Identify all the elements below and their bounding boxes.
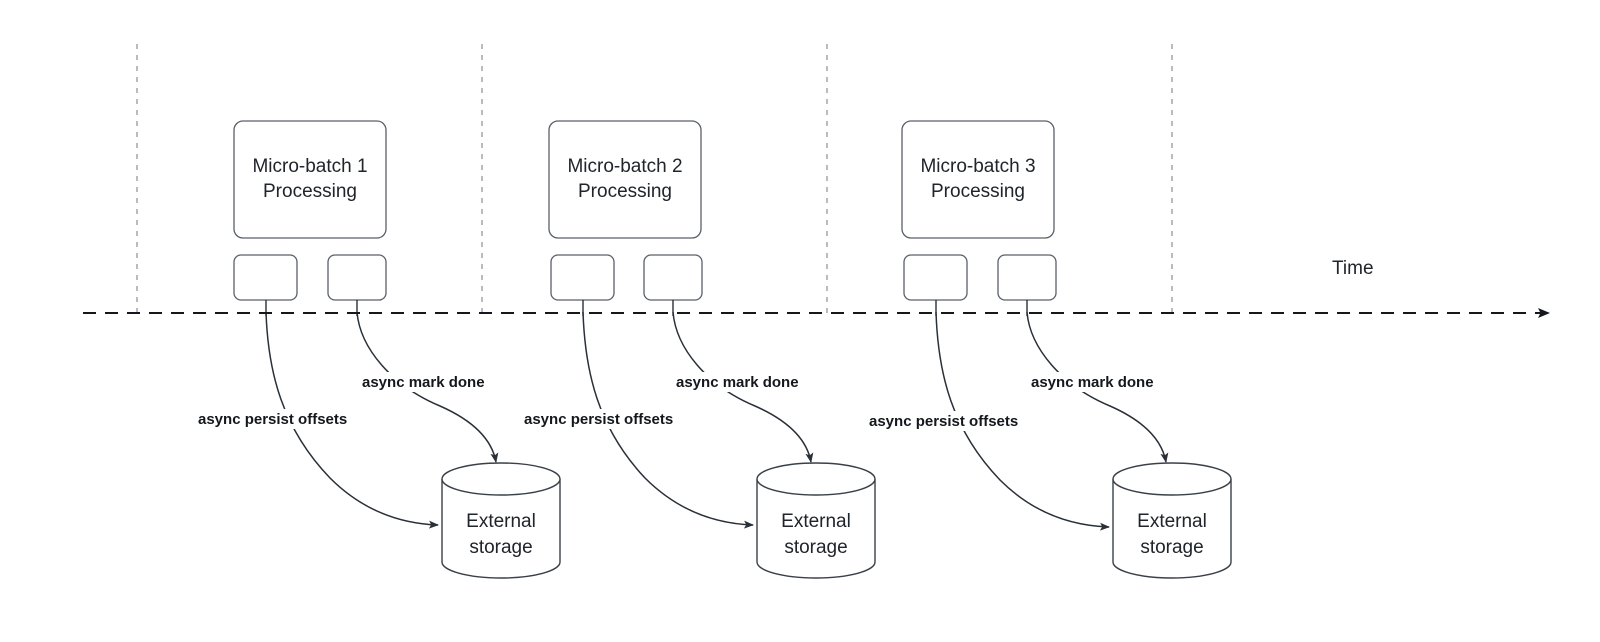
microbatch-3-task-box-right[interactable] [997,254,1057,301]
external-storage-3-label-line1: External [1137,511,1207,532]
microbatch-2-label-line2: Processing [578,181,672,202]
microbatch-3-markdone-label: async mark done [1031,374,1154,391]
external-storage-1-body[interactable] [441,479,561,579]
microbatch-1-persist-label-bg [194,409,374,429]
microbatch-3-markdone-label-bg [1027,372,1169,392]
time-axis: Time [83,258,1550,318]
external-storage-2-label-line1: External [781,511,851,532]
microbatch-1-box[interactable] [233,120,387,239]
tick-lines [136,44,1173,313]
group-1: Micro-batch 1 Processing async persist o… [194,120,561,579]
external-storage-3-top [1112,462,1232,496]
external-storage-1-label-line2: storage [469,537,532,558]
microbatch-2-task-box-right[interactable] [643,254,703,301]
external-storage-2-body[interactable] [756,479,876,579]
microbatch-1-markdone-arrow [356,311,499,463]
microbatch-2-markdone-label-bg [672,372,814,392]
microbatch-3-label-line1: Micro-batch 3 [920,156,1035,177]
microbatch-1-persist-label: async persist offsets [198,411,347,428]
microbatch-1-label-line1: Micro-batch 1 [252,156,367,177]
microbatch-2-markdone-arrow [672,311,814,463]
microbatch-3-persist-label: async persist offsets [869,413,1018,430]
group-3: Micro-batch 3 Processing async persist o… [865,120,1232,579]
microbatch-1-markdone-label-bg [358,372,500,392]
external-storage-3-body[interactable] [1112,479,1232,579]
microbatch-2-box[interactable] [548,120,702,239]
microbatch-2-markdone-label: async mark done [676,374,799,391]
microbatch-3-box[interactable] [901,120,1055,239]
microbatch-2-persist-arrow [582,311,754,529]
microbatch-1-label-line2: Processing [263,181,357,202]
external-storage-1-label-line1: External [466,511,536,532]
microbatch-2-persist-label: async persist offsets [524,411,673,428]
microbatch-1-task-box-right[interactable] [327,254,387,301]
external-storage-3-label-line2: storage [1140,537,1203,558]
external-storage-2-label-line2: storage [784,537,847,558]
microbatch-1-markdone-label: async mark done [362,374,485,391]
microbatch-1-persist-arrow [265,311,439,529]
external-storage-2-top [756,462,876,496]
group-2: Micro-batch 2 Processing async persist o… [520,120,876,579]
external-storage-1-top [441,462,561,496]
microbatch-3-label-line2: Processing [931,181,1025,202]
microbatch-1-task-box-left[interactable] [233,254,298,301]
microbatch-3-persist-arrow [935,311,1110,531]
microbatch-2-label-line1: Micro-batch 2 [567,156,682,177]
microbatch-2-persist-label-bg [520,409,700,429]
microbatch-3-persist-label-bg [865,411,1045,431]
microbatch-3-markdone-arrow [1026,311,1169,463]
microbatch-3-task-box-left[interactable] [903,254,968,301]
microbatch-2-task-box-left[interactable] [550,254,615,301]
time-axis-label: Time [1332,258,1374,279]
